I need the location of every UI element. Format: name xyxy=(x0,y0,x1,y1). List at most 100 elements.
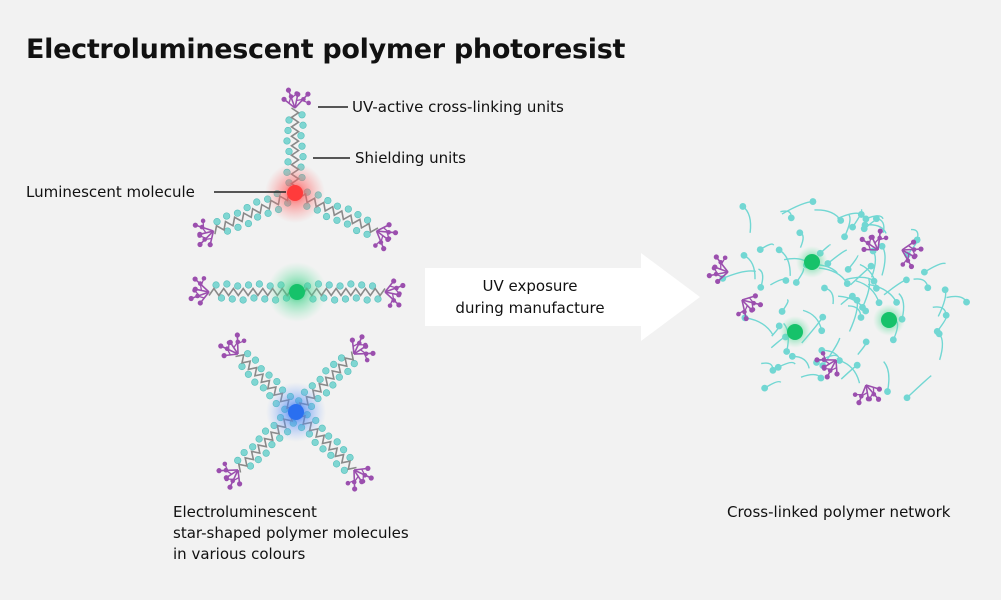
network-bead xyxy=(821,284,828,292)
uv-unit-bead xyxy=(237,481,243,487)
shielding-bead xyxy=(261,295,269,303)
uv-unit-bead xyxy=(875,396,882,402)
uv-unit-bead xyxy=(359,479,365,485)
uv-unit-branch xyxy=(294,93,309,109)
green-linear-molecule xyxy=(188,262,406,322)
shielding-bead xyxy=(358,281,366,289)
shielding-bead xyxy=(341,295,350,303)
network-strand xyxy=(781,200,813,215)
shielding-bead xyxy=(299,153,307,161)
uv-unit-branch xyxy=(861,238,879,251)
uv-unit-bead xyxy=(834,371,840,377)
uv-unit-branch xyxy=(384,284,404,293)
shielding-bead xyxy=(298,142,306,150)
network-bead xyxy=(844,265,852,273)
uv-unit-bead xyxy=(207,242,213,248)
shielding-bead xyxy=(336,282,344,290)
network-strand xyxy=(814,209,842,221)
network-core xyxy=(881,312,897,328)
uv-unit-bead xyxy=(221,353,227,359)
shielding-bead xyxy=(244,370,253,378)
shielding-bead xyxy=(213,218,221,226)
uv-unit-bead xyxy=(743,315,749,322)
uv-unit-bead xyxy=(391,278,397,284)
uv-unit-bead xyxy=(370,350,376,356)
shielding-bead xyxy=(223,212,231,220)
left-caption: Electroluminescent star-shaped polymer m… xyxy=(173,502,409,565)
shielding-bead xyxy=(264,209,272,217)
uv-unit-bead xyxy=(706,273,712,279)
shielding-bead xyxy=(329,381,337,389)
shielding-bead xyxy=(254,455,262,464)
shielding-bead xyxy=(251,378,259,386)
network-bead xyxy=(836,357,843,364)
network-bead xyxy=(875,299,883,307)
network-bead xyxy=(942,311,950,319)
shielding-bead xyxy=(368,282,377,290)
right-caption: Cross-linked polymer network xyxy=(727,503,951,521)
shielding-bead xyxy=(319,445,327,453)
shielding-bead xyxy=(238,362,246,371)
network-bead xyxy=(775,246,783,254)
network-bead xyxy=(862,215,870,223)
network-bead xyxy=(739,203,747,210)
arrow-caption-line2: during manufacture xyxy=(455,299,605,317)
shielding-bead xyxy=(228,295,236,303)
shielding-bead xyxy=(253,198,261,206)
uv-unit-branch xyxy=(741,299,761,306)
network-bead xyxy=(792,279,800,286)
uv-unit-bead xyxy=(363,343,369,349)
uv-unit-bead xyxy=(900,262,906,267)
uv-unit-bead xyxy=(911,254,917,260)
uv-unit-bead xyxy=(222,461,228,467)
shielding-bead xyxy=(250,294,258,302)
shielding-bead xyxy=(233,209,242,217)
uv-exposure-arrow xyxy=(425,253,700,341)
network-bead xyxy=(903,276,910,284)
uv-unit-bead xyxy=(715,278,721,285)
uv-unit-bead xyxy=(820,351,826,356)
uv-unit-bead xyxy=(285,87,292,93)
network-bead xyxy=(853,296,861,304)
shielding-bead xyxy=(322,389,331,397)
network-bead xyxy=(878,242,886,250)
shielding-bead xyxy=(347,280,355,288)
shielding-bead xyxy=(335,373,343,381)
network-bead xyxy=(778,308,786,315)
shielding-bead xyxy=(254,213,262,221)
shielding-bead xyxy=(333,216,341,224)
shielding-bead xyxy=(251,356,260,364)
shielding-bead xyxy=(316,375,324,383)
network-bead xyxy=(941,286,949,294)
shielding-bead xyxy=(344,205,352,213)
shielding-bead xyxy=(261,427,270,435)
shielding-bead xyxy=(262,449,270,457)
shielding-bead xyxy=(337,354,346,362)
network-bead xyxy=(740,252,748,259)
network-strand xyxy=(848,300,859,332)
shielding-bead xyxy=(244,219,253,228)
network-core xyxy=(787,324,803,340)
shielding-bead xyxy=(353,226,361,235)
uv-unit-bead xyxy=(713,254,719,260)
network-bead xyxy=(819,313,827,321)
shielding-bead xyxy=(255,280,263,288)
network-strand xyxy=(867,283,898,303)
uv-unit-bead xyxy=(295,91,301,97)
shielding-bead xyxy=(325,432,333,440)
shielding-bead xyxy=(244,281,253,289)
network-bead xyxy=(817,374,825,382)
left-caption-line1: Electroluminescent xyxy=(173,503,317,521)
shielding-bead xyxy=(363,216,372,224)
shielding-bead xyxy=(298,111,306,119)
shielding-bead xyxy=(333,202,342,210)
network-bead xyxy=(884,388,891,395)
uv-unit-branch xyxy=(353,469,372,479)
shielding-bead xyxy=(340,466,348,474)
uv-unit-bead xyxy=(234,332,240,338)
network-bead xyxy=(903,394,911,402)
uv-unit-bead xyxy=(305,91,311,97)
shielding-bead xyxy=(284,126,292,135)
luminescent-molecule-label: Luminescent molecule xyxy=(26,183,195,201)
shielding-bead xyxy=(331,296,339,304)
